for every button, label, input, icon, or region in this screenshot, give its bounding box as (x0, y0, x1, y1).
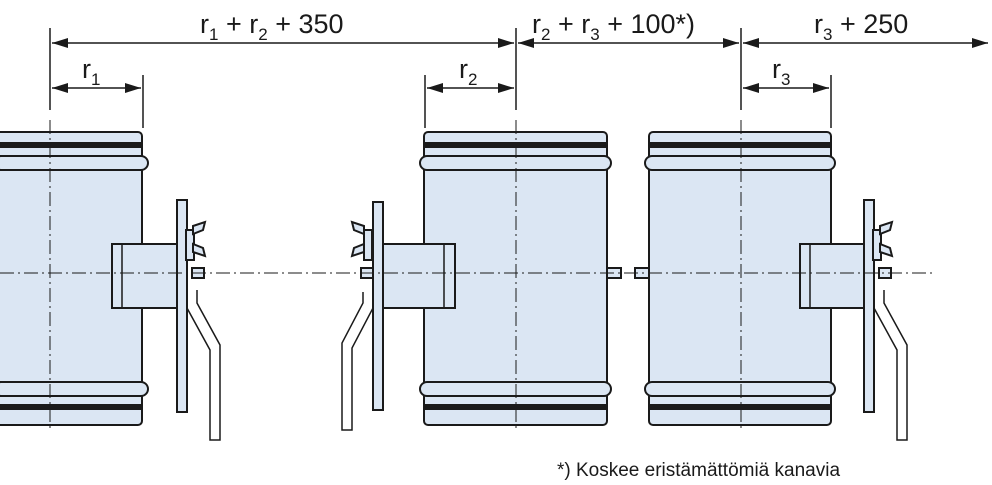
dimension-label-r1: r1 (82, 54, 100, 89)
center-axes (0, 120, 935, 430)
damper-actuator-right (799, 199, 908, 441)
dimension-label-r2-r3-100: r2 + r3 + 100*) (532, 9, 695, 44)
footnote: *) Koskee eristämättömiä kanavia (557, 460, 840, 481)
dimension-label-r2: r2 (459, 54, 477, 89)
damper-actuator-middle (341, 201, 456, 431)
duct-right (634, 131, 836, 426)
dimension-label-r3-250: r3 + 250 (814, 9, 908, 44)
dimension-label-r1-r2-350: r1 + r2 + 350 (200, 9, 344, 44)
dimension-label-r3: r3 (772, 54, 790, 89)
damper-actuator-left (111, 199, 221, 441)
dimension-lines (49, 28, 988, 128)
